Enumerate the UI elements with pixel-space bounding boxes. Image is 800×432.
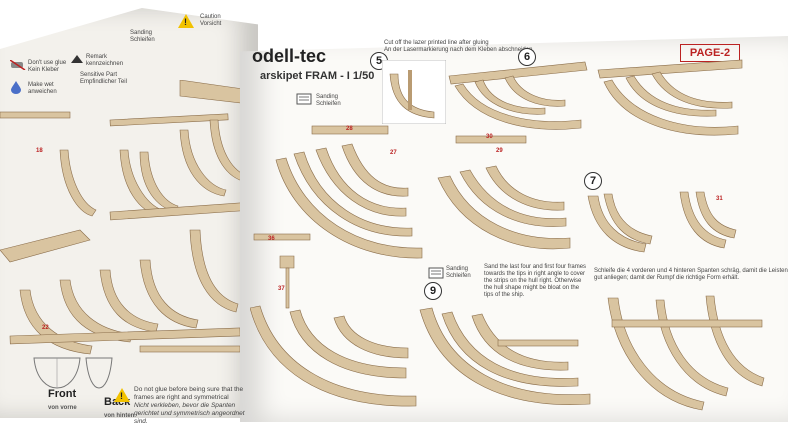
page-label: PAGE-2 [680, 44, 740, 62]
step-6b-diagram [597, 59, 743, 136]
hull-keel-diagram [437, 135, 571, 250]
part-number: 37 [278, 286, 285, 292]
remark-icon [71, 55, 83, 63]
glue-icon [10, 60, 26, 70]
part-number: 29 [496, 148, 503, 154]
glue-warning: Do not glue before being sure that the f… [134, 386, 245, 425]
step-number-9: 9 [424, 282, 442, 300]
part-number: 28 [346, 126, 353, 132]
step-9-note: Sand the last four and first four frames… [484, 264, 587, 298]
part-number: 22 [42, 325, 49, 331]
part-number: 30 [486, 134, 493, 140]
hull-bottom-diagram [250, 233, 417, 407]
model-subtitle: arskipet FRAM - I 1/50 [260, 70, 375, 82]
brand-title: odell-tec [252, 46, 327, 66]
step-5-note: Cut off the lazer printed line after glu… [384, 40, 535, 53]
front-view-diagram [33, 357, 81, 389]
step-6-diagram [448, 61, 588, 130]
hull-side-diagram [607, 295, 765, 411]
part-number: 18 [36, 148, 43, 154]
water-drop-icon [11, 81, 21, 94]
caution-icon [178, 14, 194, 28]
left-frame-diagrams [0, 80, 251, 355]
back-view-diagram [85, 357, 113, 389]
warning-icon [114, 388, 130, 402]
part-number: 27 [390, 150, 397, 156]
step-number-7: 7 [584, 172, 602, 190]
hull-assembly-diagram [275, 125, 423, 259]
part-number: 31 [716, 196, 723, 202]
step-7-diagram [587, 191, 737, 253]
step-number-6: 6 [518, 48, 536, 66]
sanding-icon [296, 93, 312, 105]
step-7-note: Schleife die 4 vorderen und 4 hinteren S… [594, 268, 788, 281]
step-5-diagram [382, 60, 446, 124]
part-number: 36 [268, 236, 275, 242]
step-9-diagram [419, 307, 591, 405]
sanding-icon [428, 267, 444, 279]
